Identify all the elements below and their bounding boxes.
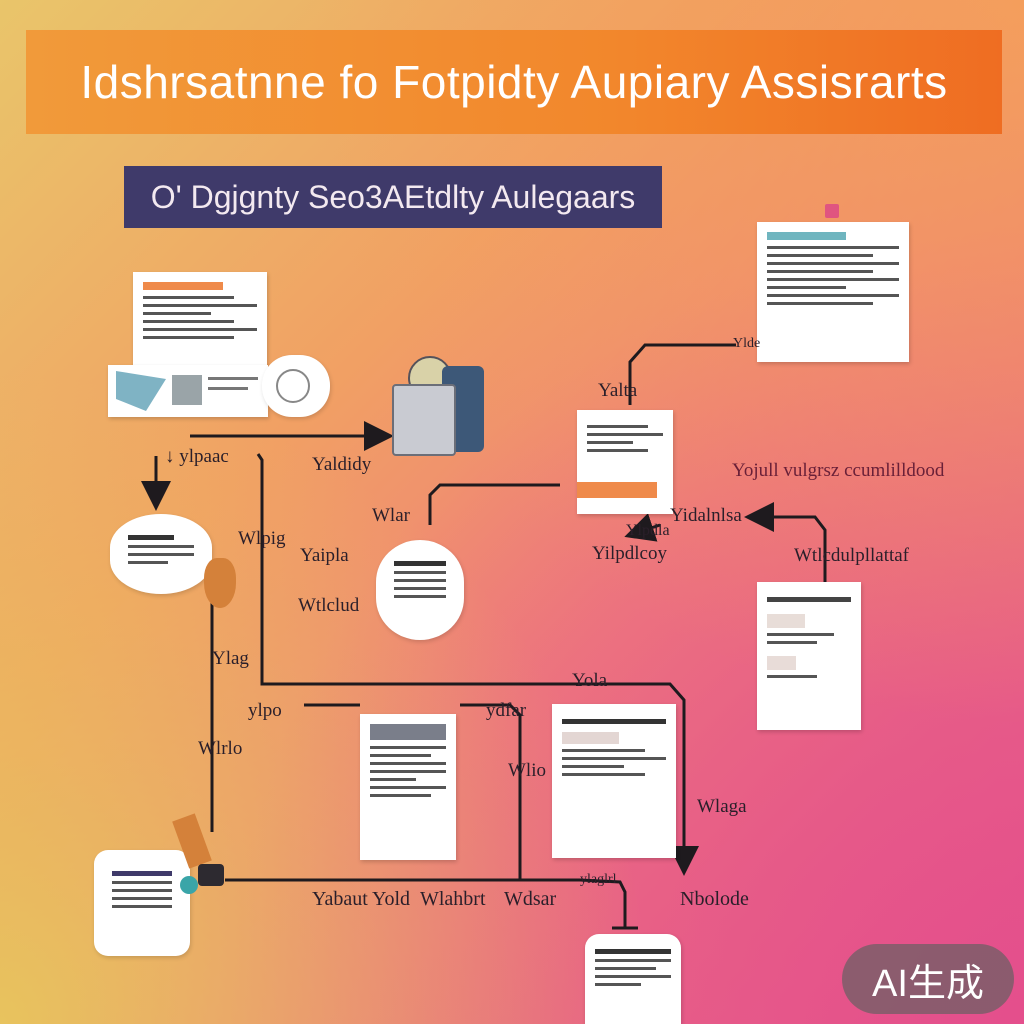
ai-generated-badge: AI生成 [842, 944, 1014, 1014]
label-16: ylaglrl [580, 872, 617, 887]
label-9: ydfar [486, 700, 527, 721]
label-12: Yilpdlcoy [592, 543, 667, 564]
pen-icon [204, 558, 236, 608]
label-1: ↓ ylpaac [165, 446, 229, 467]
label-15: Yola [572, 670, 608, 691]
bubble-card-middle [376, 540, 464, 640]
document-card-mid-lower [360, 714, 456, 860]
connector-mid-bubble [428, 483, 560, 525]
device-icon [392, 356, 484, 456]
label-6: Ylag [212, 648, 249, 669]
thumbnail-icon [172, 375, 202, 405]
chat-bubble-small [262, 355, 330, 417]
document-card-center-lower [552, 704, 676, 858]
label-21: Wlahbrt [420, 888, 486, 910]
map-icon [116, 371, 166, 411]
label-14: Ylde [733, 336, 761, 351]
label-19: Wlaga [697, 796, 747, 817]
gauge-icon [276, 369, 310, 403]
connector-spine-mid [256, 453, 699, 876]
page-title: Idshrsatnne fo Fotpidty Aupiary Assisrar… [80, 56, 948, 108]
title-banner: Idshrsatnne fo Fotpidty Aupiary Assisrar… [26, 30, 1002, 134]
label-4: Yaipla [300, 545, 349, 566]
label-24: Ylpdla [626, 522, 670, 539]
label-23: Nbolode [680, 888, 749, 910]
connector-top-right [628, 343, 736, 405]
highlight-bar [577, 482, 657, 498]
connector-center-to-bubble [624, 513, 661, 542]
connector-bottom [225, 878, 627, 928]
label-13: Yalta [598, 380, 638, 401]
subtitle-banner: O' Dgjgnty Seo3AEtdlty Aulegaars [124, 166, 662, 228]
pin-icon [825, 204, 839, 218]
document-card-right [757, 582, 861, 730]
connector-mid-right [460, 703, 522, 880]
document-card-bottom [585, 934, 681, 1024]
document-card-top-right [757, 222, 909, 362]
label-5: Wtlclud [298, 595, 360, 616]
label-11: Yidalnlsa [670, 505, 742, 526]
label-10: Wlar [372, 505, 410, 526]
connector-right-loop [744, 502, 827, 583]
image-card-top-left [108, 365, 268, 417]
bubble-card-left [110, 514, 212, 594]
label-2: Yaldidy [312, 454, 372, 475]
badge-text: AI生成 [872, 962, 984, 1005]
dot-icon [180, 876, 198, 894]
label-17: Yabaut [312, 888, 368, 910]
label-7: Wlrlo [198, 738, 243, 759]
label-25: Wtlcdulpllattaf [794, 545, 910, 566]
label-18: Wlio [508, 760, 546, 781]
label-20: Yold [372, 888, 410, 910]
label-8: ylpo [248, 700, 282, 721]
document-card-bottom-left [94, 850, 190, 956]
connector-node-icon [198, 864, 224, 886]
label-26: Yojull vulgrsz ccumlilldood [732, 460, 945, 481]
page-subtitle: O' Dgjgnty Seo3AEtdlty Aulegaars [150, 178, 636, 215]
document-card-center [577, 410, 673, 514]
label-22: Wdsar [504, 888, 557, 910]
label-3: Wlpig [238, 528, 286, 549]
